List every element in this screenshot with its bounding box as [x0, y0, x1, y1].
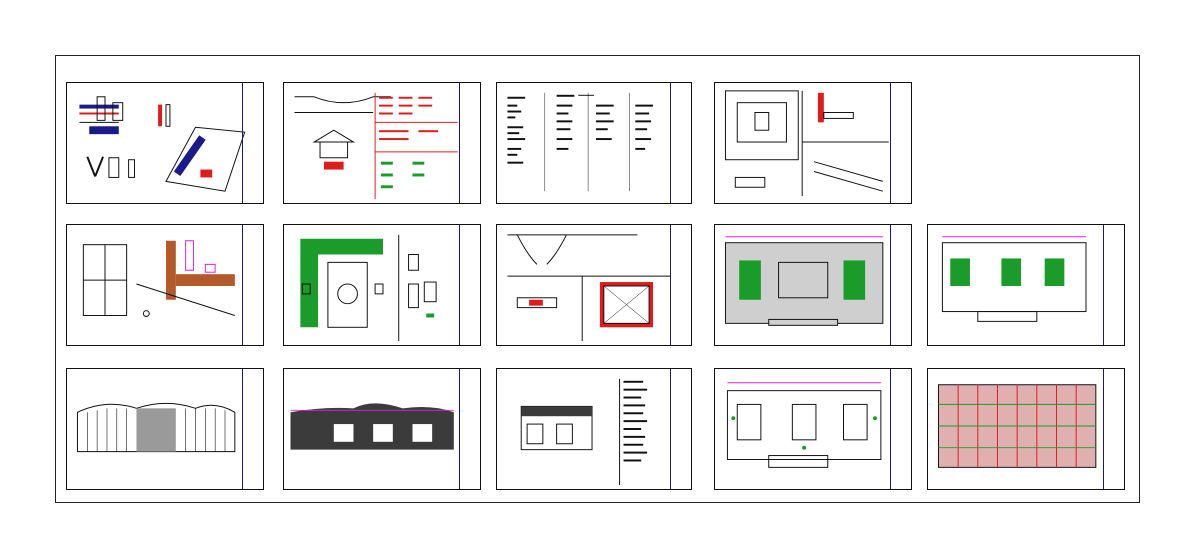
title-block: [242, 369, 263, 489]
title-block: [890, 369, 911, 489]
title-block: [242, 83, 263, 203]
sheet-door-window-details[interactable]: [496, 224, 692, 346]
title-block: [1103, 369, 1124, 489]
title-block: [1103, 225, 1124, 345]
sheet-gate-elevation-legend[interactable]: [283, 82, 481, 204]
sheet-front-elevation[interactable]: [66, 368, 264, 490]
title-block: [670, 83, 691, 203]
title-block: [459, 369, 480, 489]
title-block: [242, 225, 263, 345]
title-block: [670, 225, 691, 345]
sheet-section-details[interactable]: [714, 82, 912, 204]
sheet-elevation-details[interactable]: [66, 224, 264, 346]
title-block: [890, 225, 911, 345]
sheet-floor-plan[interactable]: [927, 224, 1125, 346]
sheet-ground-floor-plan[interactable]: [714, 368, 912, 490]
drawing-set-frame: [55, 55, 1140, 503]
title-block: [459, 83, 480, 203]
title-block: [459, 225, 480, 345]
title-block: [670, 369, 691, 489]
sheet-landscape-plan[interactable]: [283, 224, 481, 346]
sheet-details-ridge[interactable]: [66, 82, 264, 204]
sheet-floor-plan-hatched[interactable]: [714, 224, 912, 346]
title-block: [890, 83, 911, 203]
sheet-section-schedule[interactable]: [496, 368, 692, 490]
sheet-general-notes[interactable]: [496, 82, 692, 204]
sheet-side-elevation[interactable]: [283, 368, 481, 490]
sheet-structural-grid-plan[interactable]: [927, 368, 1125, 490]
